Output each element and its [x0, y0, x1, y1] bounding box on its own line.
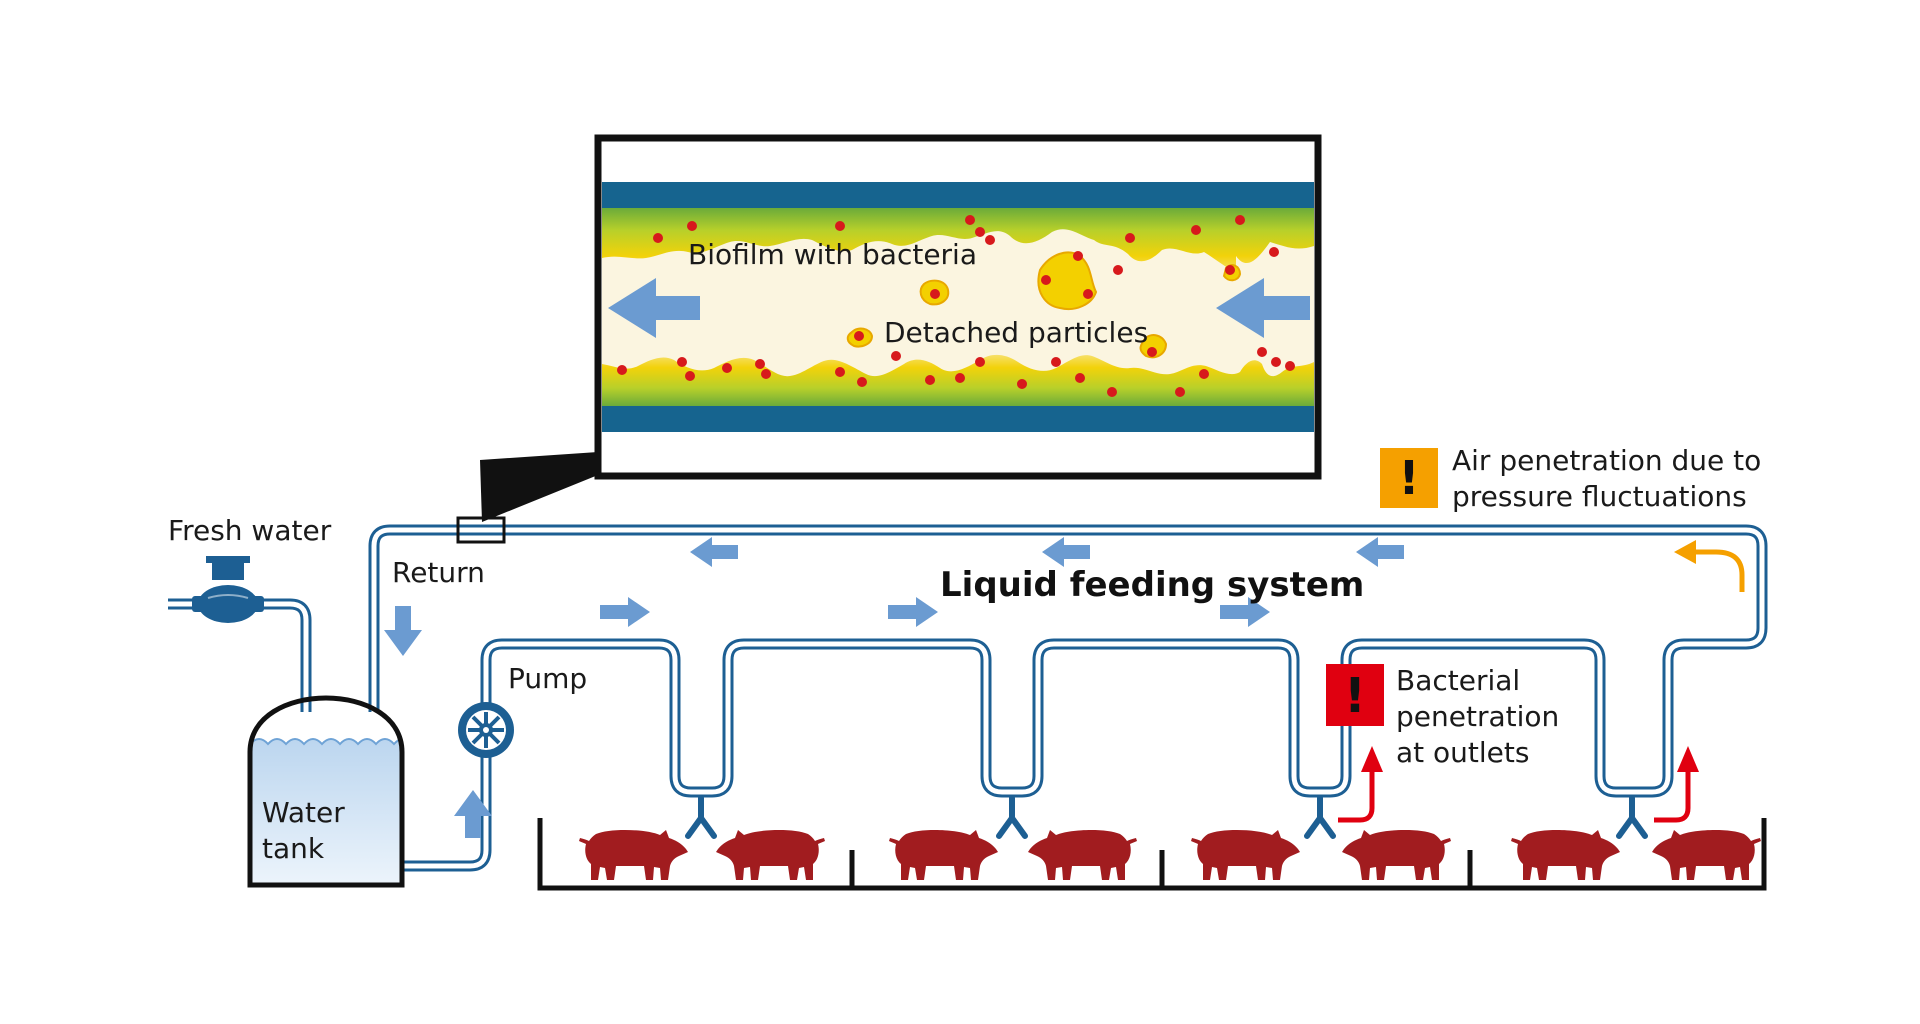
flow-arrow-right: [888, 597, 938, 627]
pen-floor: [537, 818, 1767, 891]
outlet-icon: [996, 795, 1028, 839]
fresh-water-label: Fresh water: [168, 514, 332, 547]
detached-particle: [1037, 251, 1098, 310]
outlet-icon: [685, 795, 717, 839]
bacterial-warning-line3: at outlets: [1396, 736, 1529, 769]
pig-pens: [537, 818, 1767, 891]
air-warning-line1: Air penetration due to: [1452, 444, 1761, 477]
valve-icon: [192, 556, 264, 623]
pig-icon: [1652, 829, 1761, 880]
pig-icon: [716, 829, 825, 880]
bacterial-warning-line2: penetration: [1396, 700, 1559, 733]
pump-label: Pump: [508, 662, 587, 695]
system-title: Liquid feeding system: [940, 565, 1364, 605]
zoom-marker: [456, 516, 506, 544]
flow-arrow-up: [454, 790, 492, 838]
flow-arrow-down: [384, 606, 422, 656]
pig-icon: [579, 829, 688, 880]
pig-icon: [1511, 829, 1620, 880]
flow-arrow-right: [1220, 597, 1270, 627]
flow-arrow-left: [608, 278, 700, 338]
flow-arrow-left: [1216, 278, 1310, 338]
feed-outlets: [685, 795, 1648, 839]
pipe-network: [168, 516, 1768, 872]
water-tank: Water tank: [247, 695, 405, 888]
pipe-wall-bottom: [602, 406, 1314, 432]
water-tank-label-line2: tank: [262, 832, 325, 865]
bacteria-dots: [617, 215, 1295, 397]
callout-pointer: [480, 452, 598, 522]
bacterial-warning: ! Bacterial penetration at outlets: [1326, 664, 1559, 769]
bacterial-warning-line1: Bacterial: [1396, 664, 1520, 697]
flow-arrow-left: [690, 537, 738, 567]
zoom-callout: Biofilm with bacteria Detached particles: [480, 134, 1322, 522]
pig-icon: [1028, 829, 1137, 880]
pig-icon: [889, 829, 998, 880]
bacterial-penetration-arrows: [1338, 746, 1699, 823]
air-flow-arrow: [1694, 549, 1745, 592]
outlet-icon: [1616, 795, 1648, 839]
warning-symbol: !: [1344, 668, 1366, 724]
biofilm-label: Biofilm with bacteria: [688, 238, 977, 271]
pig-icon: [1191, 829, 1300, 880]
warning-icon: [1326, 664, 1384, 726]
detached-particles-label: Detached particles: [884, 316, 1148, 349]
water-tank-label-line1: Water: [262, 796, 345, 829]
detached-particle: [1139, 334, 1168, 359]
warning-symbol: !: [1399, 451, 1420, 505]
outlet-icon: [1304, 795, 1336, 839]
air-warning-line2: pressure fluctuations: [1452, 480, 1747, 513]
pipe-wall-top: [602, 182, 1314, 208]
flow-arrow-left: [1356, 537, 1404, 567]
return-label: Return: [392, 556, 485, 589]
flow-arrows: [384, 537, 1745, 838]
biofilm-layer-top: [602, 208, 1314, 272]
pig-icon: [1342, 829, 1451, 880]
flow-arrow-right: [600, 597, 650, 627]
flow-arrow-left: [1042, 537, 1090, 567]
pump-icon: [458, 702, 514, 758]
air-warning: ! Air penetration due to pressure fluctu…: [1380, 444, 1761, 513]
warning-icon: [1380, 448, 1438, 508]
